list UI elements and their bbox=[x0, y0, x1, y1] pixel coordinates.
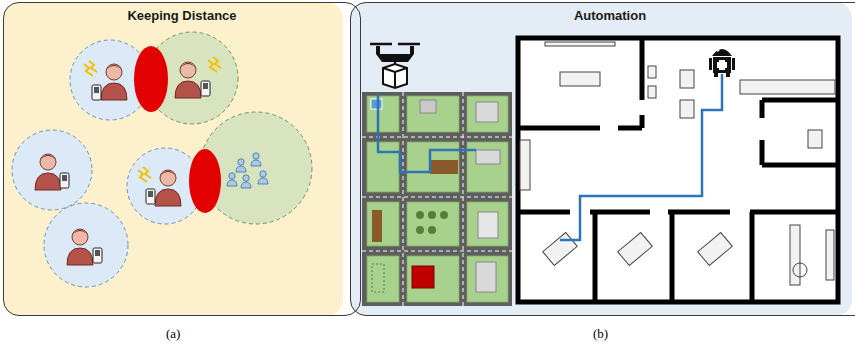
panel-box: Keeping Distance bbox=[3, 2, 361, 316]
city-map bbox=[362, 92, 512, 306]
distance-scene bbox=[12, 32, 312, 287]
drone-icon bbox=[370, 44, 420, 88]
panel-heading: Automation bbox=[351, 8, 855, 23]
panel-heading: Keeping Distance bbox=[4, 8, 360, 23]
robot-icon bbox=[709, 49, 735, 78]
panel-ground bbox=[350, 2, 852, 316]
sub-caption: (a) bbox=[166, 326, 180, 342]
panel-ground bbox=[3, 2, 343, 316]
sub-caption: (b) bbox=[593, 326, 608, 342]
floor-plan bbox=[518, 38, 838, 302]
panel-box: Automation bbox=[350, 2, 855, 316]
